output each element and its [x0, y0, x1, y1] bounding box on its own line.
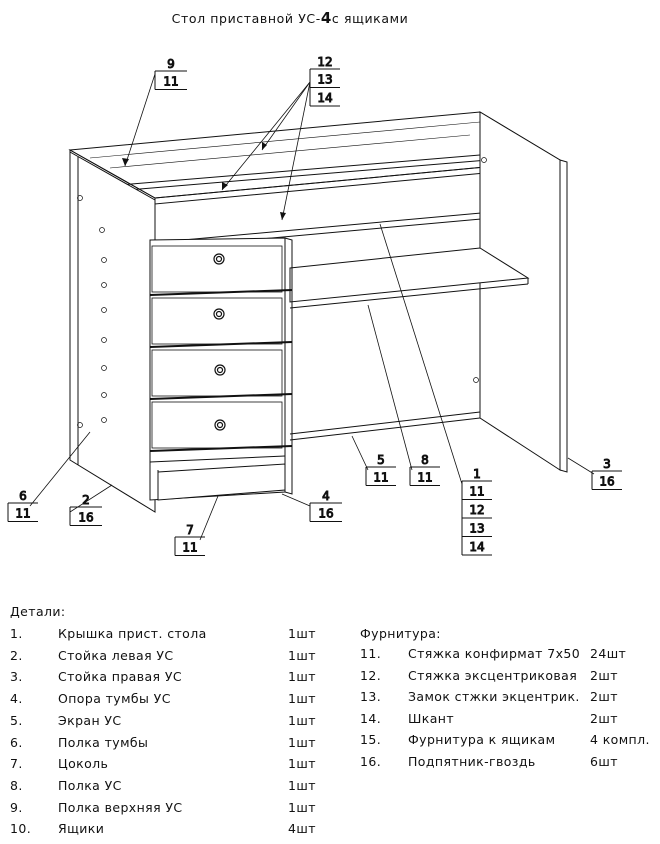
part-item-quantity: 1шт [288, 756, 316, 772]
hardware-item-name: Подпятник-гвоздь [408, 754, 536, 769]
hardware-item-name: Замок стжки экцентрик. [408, 689, 580, 705]
part-item-quantity: 1шт [288, 734, 316, 750]
part-item-name: Цоколь [58, 756, 109, 772]
part-item-number: 7. [10, 756, 23, 772]
part-item-quantity: 1шт [288, 647, 316, 663]
part-item-name: Опора тумбы УС [58, 691, 171, 707]
part-item-quantity: 1шт [288, 777, 316, 793]
part-item-name: Стойка правая УС [58, 669, 182, 685]
callout-6: 611 [7, 489, 38, 522]
callout-hardware-number: 11 [373, 471, 388, 485]
part-item-number: 2. [10, 647, 23, 663]
part-item-name: Крышка прист. стола [58, 626, 207, 641]
part-item-number: 6. [10, 734, 23, 750]
hardware-item-name: Фурнитура к ящикам [408, 732, 556, 748]
callout-2: 216 [69, 493, 102, 526]
part-item-number: 10. [10, 821, 32, 837]
callout-hardware-number: 16 [599, 475, 614, 489]
callout-part-number: 9 [167, 57, 175, 71]
hardware-list: Фурнитура: 11. Стяжка конфирмат 7х50 24шт 1… [360, 626, 656, 776]
part-item-number: 8. [10, 777, 23, 793]
callout-hardware-number: 14 [317, 91, 332, 105]
hardware-item-quantity: 4 компл. [590, 732, 650, 748]
hardware-item-quantity: 24шт [590, 646, 627, 661]
hardware-item-quantity: 2шт [590, 710, 618, 726]
parts-heading: Детали: [10, 604, 66, 619]
part-item-number: 1. [10, 626, 23, 641]
hardware-item-name: Шкант [408, 710, 455, 726]
part-item-quantity: 4шт [288, 821, 316, 837]
callout-part-number: 12 [317, 55, 332, 69]
callout-hardware-number: 16 [318, 507, 333, 521]
part-item-quantity: 1шт [288, 712, 316, 728]
part-item-number: 4. [10, 691, 23, 707]
callout-hardware-number: 12 [469, 503, 484, 517]
back-screen [289, 411, 481, 441]
title-suffix: с ящиками [331, 11, 409, 26]
callout-4: 416 [309, 489, 342, 522]
part-item-name: Экран УС [58, 712, 122, 728]
callout-8: 811 [409, 453, 440, 486]
drawer-cabinet [149, 237, 293, 501]
part-item-number: 5. [10, 712, 23, 728]
part-item-name: Полка УС [58, 777, 122, 793]
title-prefix: Стол приставной УС- [171, 11, 321, 26]
hardware-item-number: 11. [360, 646, 382, 661]
hardware-item-name: Стяжка эксцентриковая [408, 667, 578, 683]
hardware-item-number: 16. [360, 754, 382, 769]
callout-hardware-number: 16 [78, 511, 93, 525]
leader-arrowheads [122, 142, 286, 220]
callout-7: 711 [174, 523, 205, 556]
callout-hardware-number: 11 [15, 507, 30, 521]
hardware-item-number: 15. [360, 732, 382, 748]
callout-part-number: 8 [421, 453, 429, 467]
part-item-number: 3. [10, 669, 23, 685]
callout-hardware-number: 13 [317, 73, 332, 87]
part-item-name: Стойка левая УС [58, 647, 174, 663]
hardware-item-quantity: 6шт [590, 754, 618, 769]
part-item-name: Ящики [58, 821, 105, 837]
part-item-quantity: 1шт [288, 691, 316, 707]
part-item-quantity: 1шт [288, 626, 316, 641]
callout-part-number: 5 [377, 453, 385, 467]
callout-9: 911 [154, 57, 187, 90]
callout-hardware-number: 14 [469, 540, 484, 554]
left-stand [69, 151, 156, 513]
right-stand [473, 111, 568, 473]
callout-hardware-number: 11 [182, 541, 197, 555]
callout-hardware-number: 11 [163, 75, 178, 89]
callout-12: 12 13 14 [309, 55, 340, 107]
drawing-title: Стол приставной УС-4с ящиками [0, 9, 580, 27]
title-model-number: 4 [320, 9, 332, 27]
part-item-quantity: 1шт [288, 669, 316, 685]
callout-part-number: 6 [19, 489, 27, 503]
hardware-item-number: 13. [360, 689, 382, 705]
hardware-heading: Фурнитура: [360, 626, 441, 641]
part-item-name: Полка тумбы [58, 734, 149, 750]
callout-hardware-number: 13 [469, 522, 484, 536]
callout-part-number: 3 [603, 457, 611, 471]
parts-list: Детали: 1. Крышка прист. стола 1шт 2. Стойка… [10, 604, 330, 840]
hardware-item-number: 14. [360, 710, 382, 726]
hardware-item-number: 12. [360, 667, 382, 683]
callout-part-number: 4 [322, 489, 330, 503]
callout-part-number: 1 [473, 467, 481, 481]
callout-hardware-number: 11 [417, 471, 432, 485]
callout-hardware-number: 11 [469, 485, 484, 499]
part-item-quantity: 1шт [288, 799, 316, 815]
hardware-item-quantity: 2шт [590, 689, 618, 705]
hardware-item-name: Стяжка конфирмат 7х50 [408, 646, 581, 661]
callout-5: 511 [365, 453, 396, 486]
part-item-number: 9. [10, 799, 23, 815]
part-item-name: Полка верхняя УС [58, 799, 183, 815]
callout-part-number: 7 [186, 523, 194, 537]
callout-3: 316 [591, 457, 622, 490]
callout-part-number: 2 [82, 493, 90, 507]
hardware-item-quantity: 2шт [590, 667, 618, 683]
